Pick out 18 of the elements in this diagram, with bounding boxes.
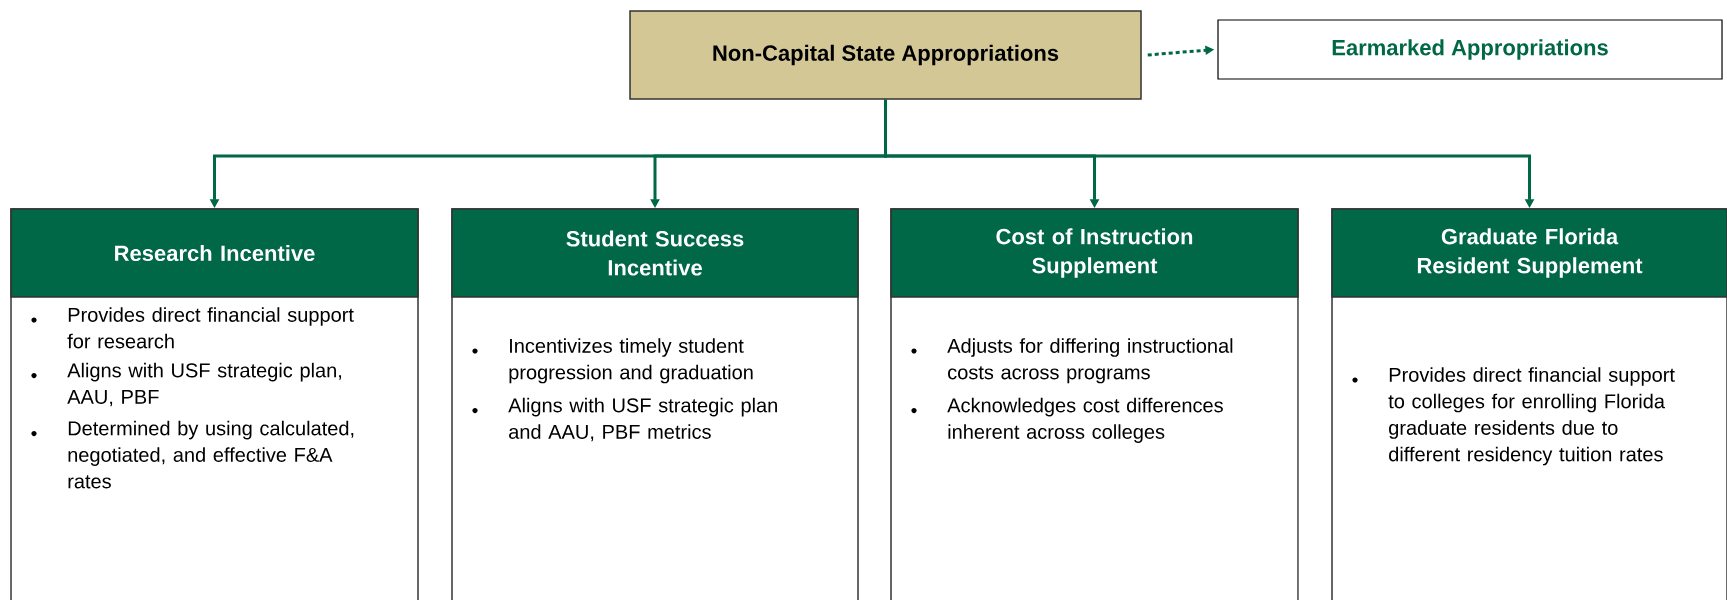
source-box: Non-Capital State Appropriations <box>629 10 1142 100</box>
column-box <box>10 208 419 600</box>
bullet-item: Acknowledges cost differences inherent across colleges <box>947 397 1223 443</box>
bullet-item: Provides direct financial support for research <box>67 307 354 349</box>
target-box: Earmarked Appropriations <box>1217 19 1723 80</box>
column-box <box>890 208 1299 600</box>
column-heading: Cost of Instruction Supplement <box>996 228 1193 278</box>
column-box <box>1331 208 1727 600</box>
column-heading: Student Success Incentive <box>566 230 744 276</box>
column-heading: Research Incentive <box>115 244 315 262</box>
bullet-item: Provides direct financial support to colleges for enrolling Florida graduate residents due to different residency tuition rates <box>1388 367 1675 466</box>
bullet-item: Aligns with USF strategic plan and AAU, PBF metrics <box>508 397 777 442</box>
bullet-item: Incentivizes timely student progression and graduation <box>509 338 753 384</box>
column-box <box>451 208 859 600</box>
bullet-item: Aligns with USF strategic plan, AAU, PBF <box>67 362 342 407</box>
column-heading: Graduate Florida Resident Supplement <box>1417 228 1643 278</box>
bullet-item: Adjusts for differing instructional costs across programs <box>947 338 1233 384</box>
bullet-item: Determined by using calculated, negotiated, and effective F&A rates <box>68 420 354 489</box>
